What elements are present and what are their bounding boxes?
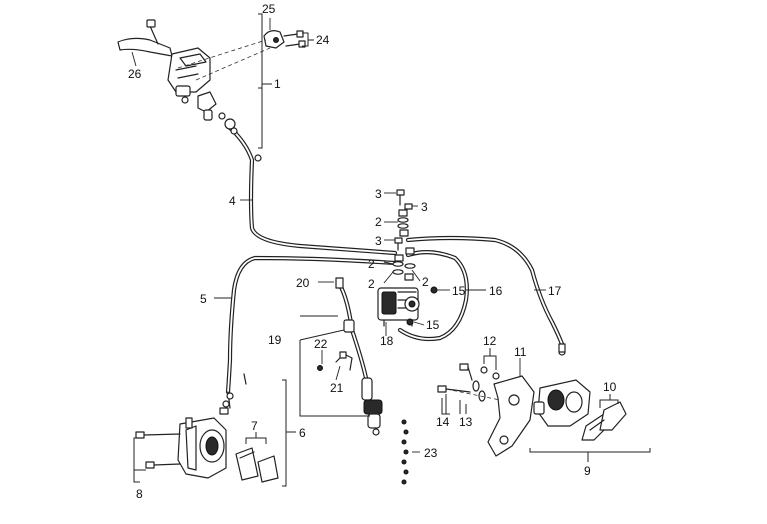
callout-10: 10 — [603, 380, 617, 394]
rear-master-cylinder — [361, 377, 383, 436]
leader-lines — [131, 13, 651, 487]
callout-22: 22 — [314, 337, 328, 351]
callout-24: 24 — [316, 33, 330, 47]
callout-14: 14 — [436, 415, 450, 429]
brake-pads-front-left — [235, 447, 279, 483]
callout-2-a: 2 — [375, 215, 382, 229]
callout-16: 16 — [489, 284, 503, 298]
rear-line-parts — [317, 277, 383, 436]
callout-15-a: 15 — [452, 284, 466, 298]
callout-2-d: 2 — [422, 275, 429, 289]
callout-18: 18 — [380, 334, 394, 348]
callout-3-right: 3 — [421, 200, 428, 214]
abs-modulator-area — [377, 189, 438, 327]
callout-8: 8 — [136, 487, 143, 501]
brake-pads-right — [581, 401, 627, 441]
brake-hose-4 — [225, 123, 398, 256]
callout-12: 12 — [483, 334, 497, 348]
front-left-caliper-assembly — [135, 373, 279, 483]
callout-20: 20 — [296, 276, 310, 290]
callout-13: 13 — [459, 415, 473, 429]
brake-lever — [117, 37, 173, 57]
callout-15-b: 15 — [426, 318, 440, 332]
callout-2-c: 2 — [368, 277, 375, 291]
callout-19: 19 — [268, 333, 282, 347]
callout-1: 1 — [274, 77, 281, 91]
right-caliper-assembly — [437, 343, 627, 457]
right-caliper — [533, 343, 591, 427]
callout-21: 21 — [330, 381, 344, 395]
callout-25: 25 — [262, 2, 276, 16]
callout-5: 5 — [200, 292, 207, 306]
abs-modulator — [377, 287, 420, 327]
master-cylinder-body — [167, 47, 211, 93]
callout-11: 11 — [514, 345, 527, 359]
callout-23: 23 — [424, 446, 438, 460]
callout-7: 7 — [251, 419, 258, 433]
master-cylinder-assembly — [117, 19, 306, 162]
callout-labels: 25 24 26 1 4 3 3 2 3 2 2 2 15 16 17 5 20… — [128, 2, 617, 501]
callout-9: 9 — [584, 464, 591, 478]
caliper-bracket — [487, 375, 535, 457]
callout-26: 26 — [128, 67, 142, 81]
callout-4: 4 — [229, 194, 236, 208]
front-left-caliper — [177, 417, 227, 479]
callout-17: 17 — [548, 284, 562, 298]
callout-3-mid: 3 — [375, 234, 382, 248]
callout-3-top: 3 — [375, 187, 382, 201]
callout-2-b: 2 — [368, 257, 375, 271]
callout-6: 6 — [299, 426, 306, 440]
bolt-set-23 — [401, 419, 409, 485]
